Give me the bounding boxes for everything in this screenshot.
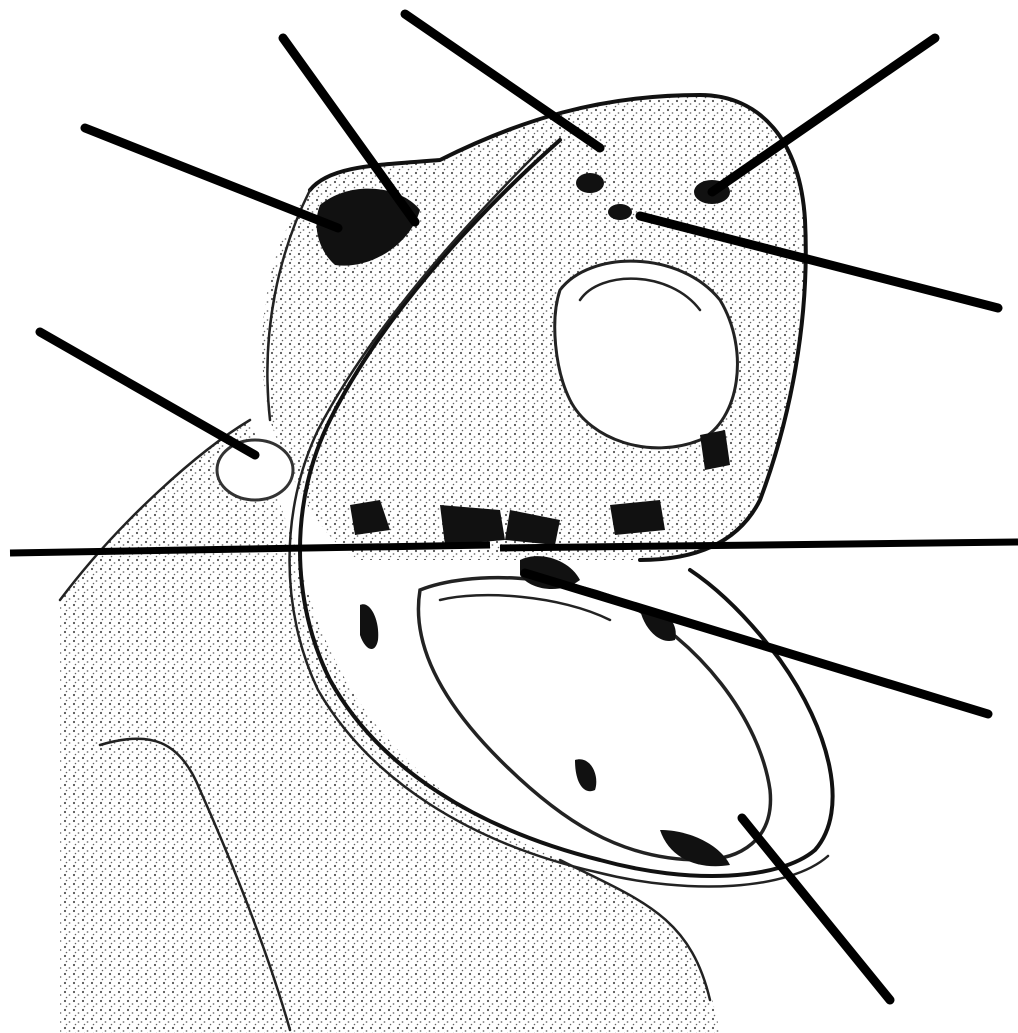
leader-line-1 [85,128,338,228]
leader-line-3 [405,14,600,148]
tympanum [217,440,293,500]
leader-line-6 [40,332,255,455]
leader-line-10 [742,818,890,1000]
